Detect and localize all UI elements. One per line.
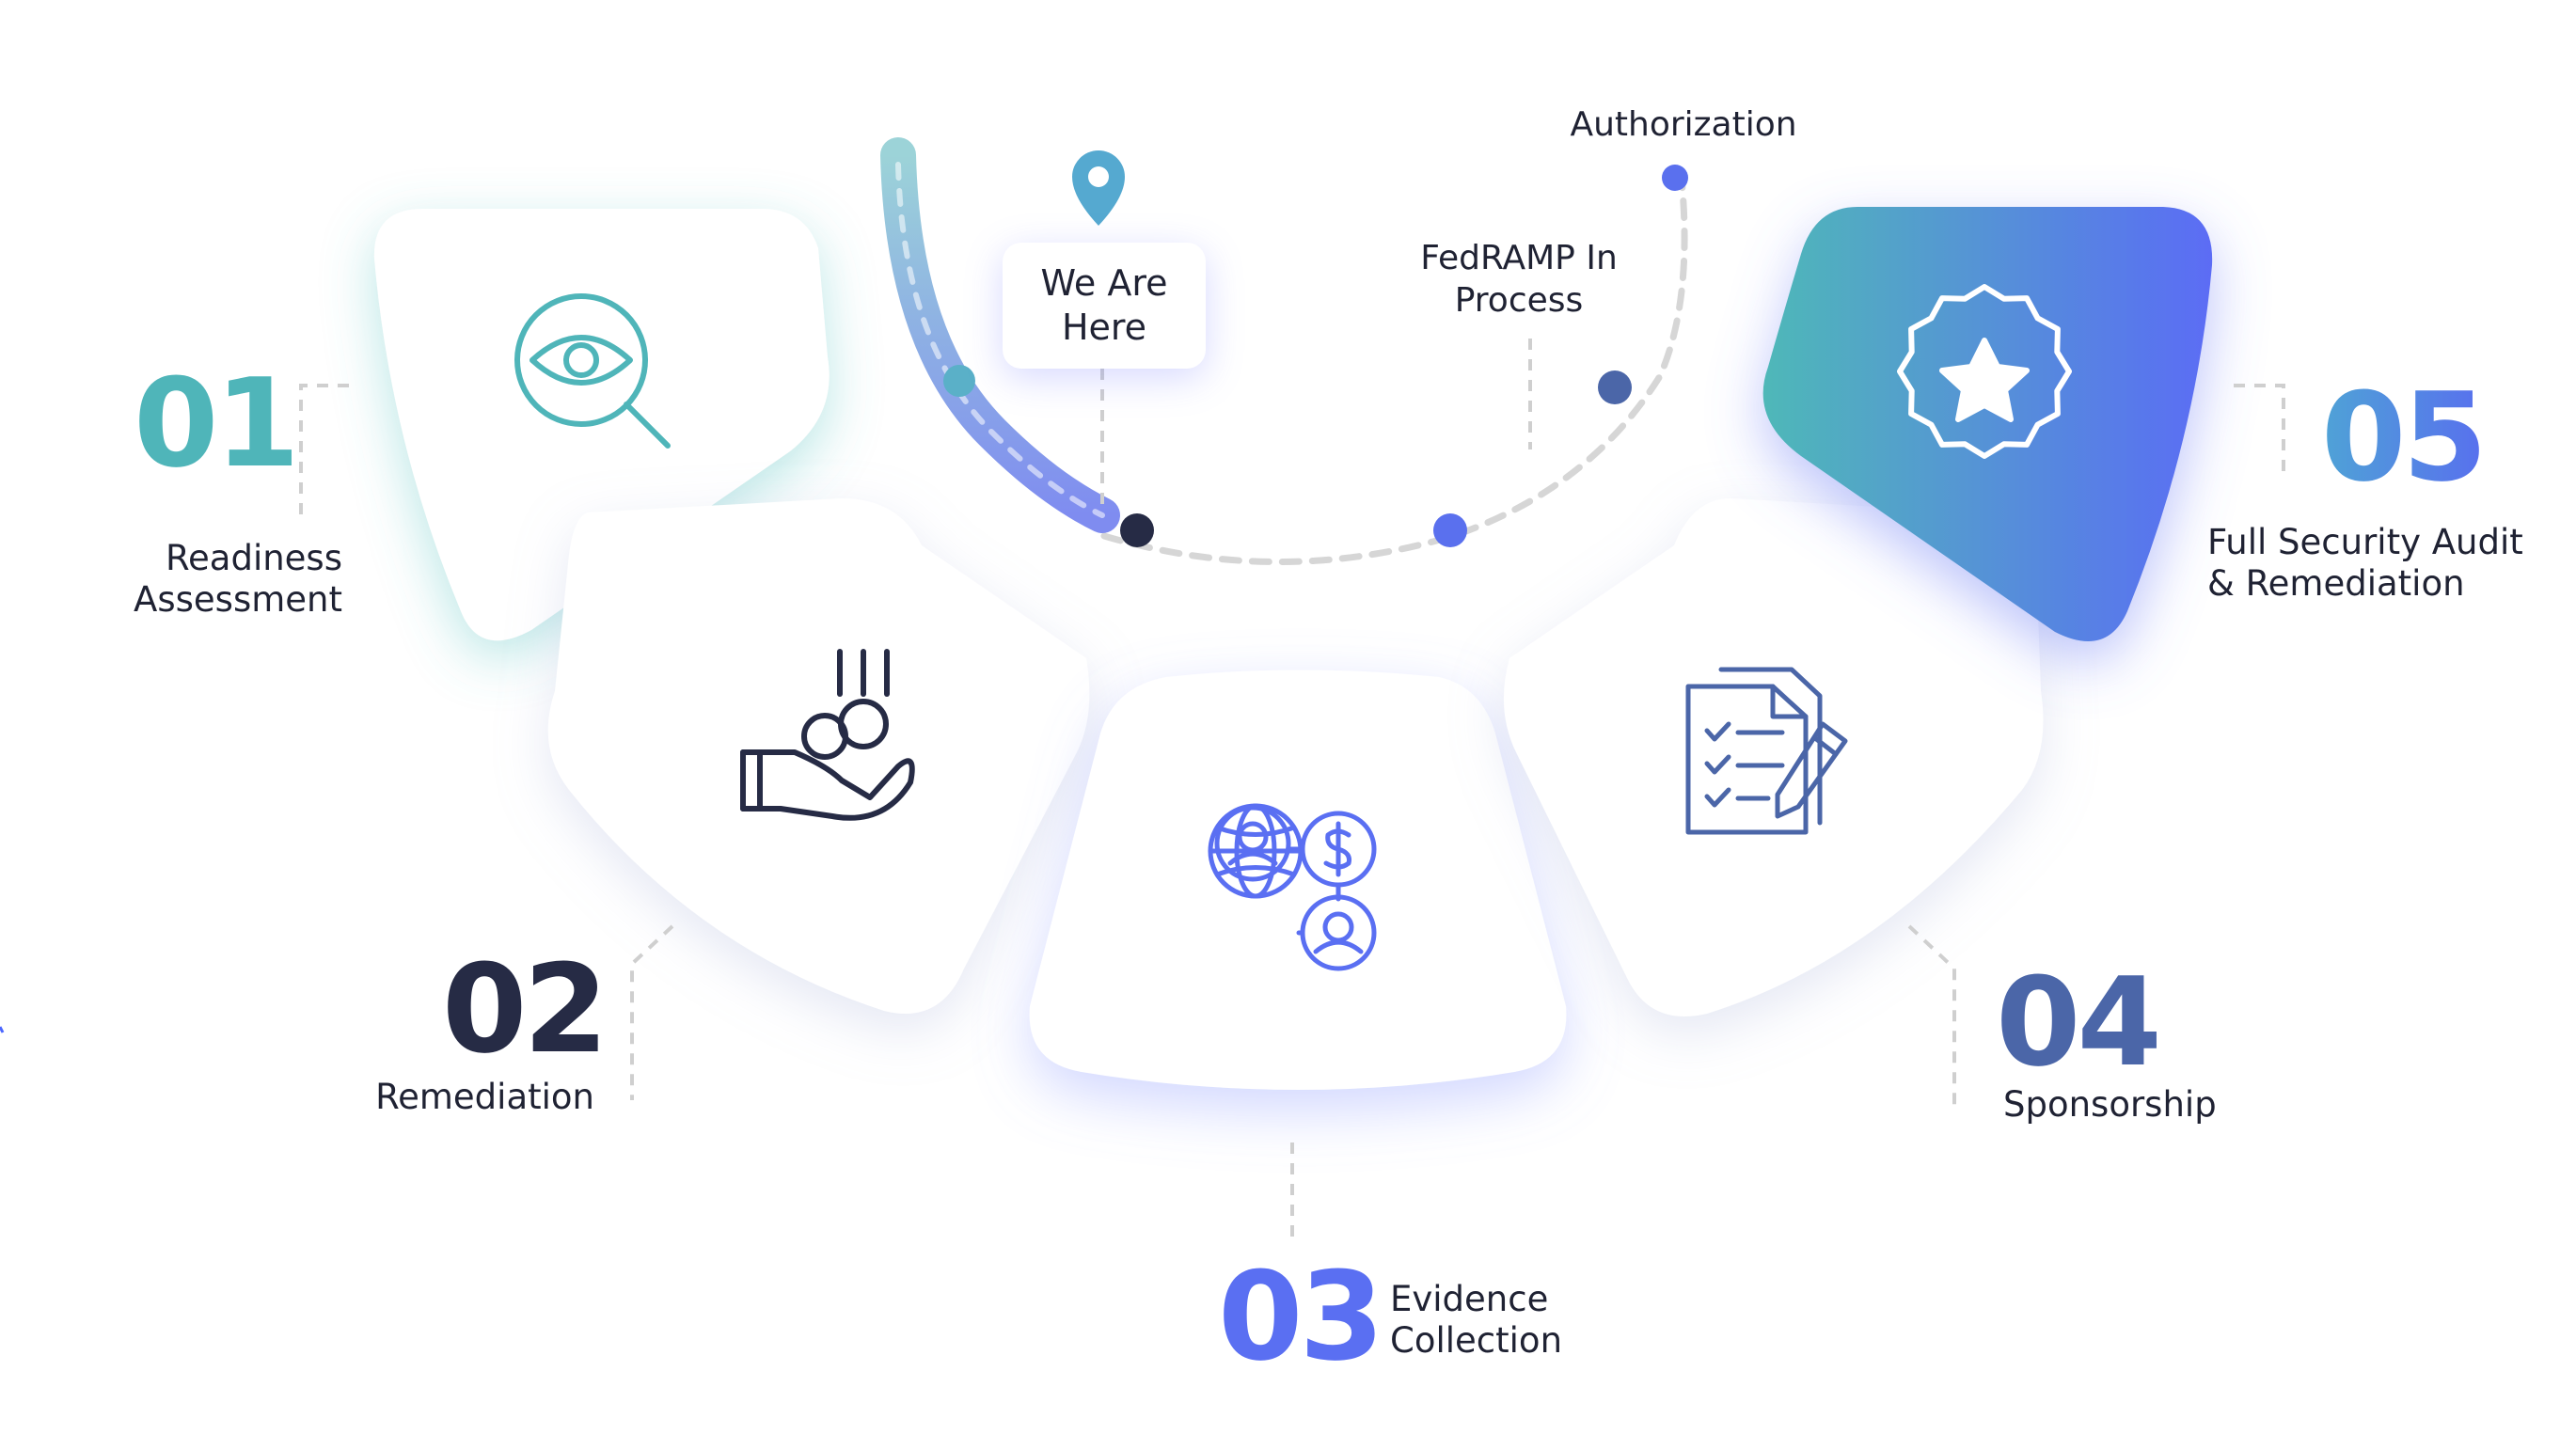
step-label-04: Sponsorship	[2003, 1084, 2217, 1125]
connectors	[299, 339, 2285, 1237]
edge-mark	[0, 1026, 5, 1033]
location-pin-icon	[1072, 150, 1125, 226]
step-card-03	[1029, 670, 1567, 1090]
step-card-04	[1503, 498, 2044, 1016]
search-eye-icon	[514, 293, 671, 449]
progress-track	[880, 137, 1688, 565]
step-label-02: Remediation	[375, 1077, 594, 1117]
step-number-02: 02	[442, 938, 608, 1080]
step-number-03: 03	[1218, 1245, 1384, 1388]
global-network-icon	[1208, 803, 1377, 971]
track-node-end	[1662, 165, 1688, 191]
document-checklist-icon	[1685, 667, 1848, 835]
star-badge-icon	[1897, 284, 2072, 459]
track-node-teal	[943, 365, 975, 397]
milestone-fedramp-in-process: FedRAMP In Process	[1420, 239, 1618, 320]
step-card-05	[1762, 207, 2213, 642]
step-number-05: 05	[2321, 366, 2488, 509]
step-number-01: 01	[134, 352, 300, 495]
hand-coins-icon	[740, 649, 915, 821]
step-label-03: Evidence Collection	[1390, 1279, 1563, 1362]
step-card-01	[373, 209, 830, 641]
milestone-authorization: Authorization	[1570, 105, 1797, 144]
step-label-01: Readiness Assessment	[134, 538, 342, 621]
step-label-05: Full Security Audit & Remediation	[2207, 522, 2523, 605]
we-are-here-label: We Are Here	[1003, 243, 1206, 369]
track-node-blue	[1433, 513, 1467, 547]
step-number-04: 04	[1996, 951, 2162, 1094]
track-node-current	[1120, 513, 1154, 547]
track-node-steel	[1598, 370, 1632, 404]
